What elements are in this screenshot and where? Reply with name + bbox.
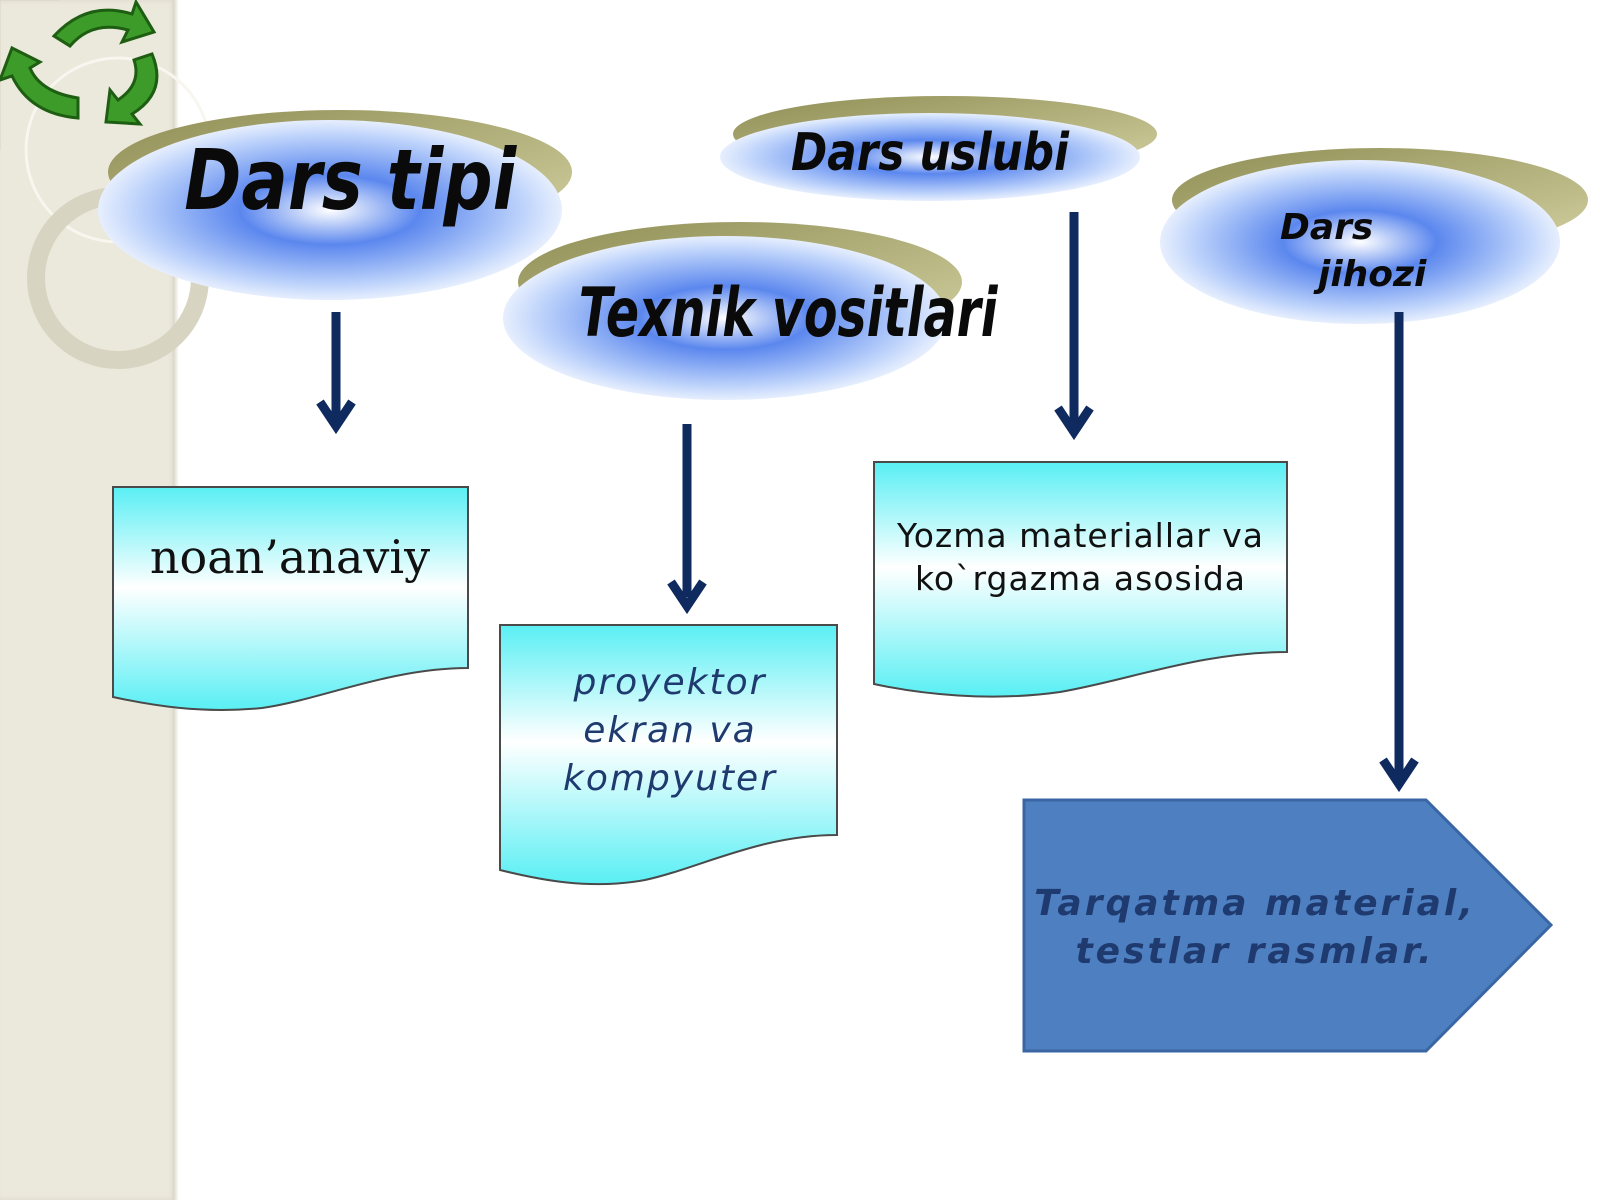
header-dars-tipi bbox=[98, 110, 572, 300]
header-dars-uslubi bbox=[720, 96, 1157, 201]
text-yozma-line2: ko`rgazma asosida bbox=[914, 559, 1247, 598]
text-proyektor-line2: ekran va bbox=[583, 710, 757, 751]
label-texnik-vositlari: Texnik vositlari bbox=[578, 274, 998, 353]
label-dars-jihozi-line2: jihozi bbox=[1318, 254, 1427, 295]
arrow-dars-tipi bbox=[316, 312, 356, 435]
label-dars-tipi: Dars tipi bbox=[184, 131, 517, 229]
box-proyektor bbox=[499, 624, 838, 886]
header-texnik-vositlari bbox=[503, 222, 962, 400]
text-proyektor-line3: kompyuter bbox=[563, 758, 777, 799]
header-dars-jihozi bbox=[1160, 148, 1588, 324]
arrow-texnik-vositlari bbox=[667, 424, 707, 615]
arrow-dars-jihozi bbox=[1379, 312, 1419, 793]
text-tarqatma-line2: testlar rasmlar. bbox=[1075, 931, 1435, 972]
arrow-dars-uslubi bbox=[1054, 212, 1094, 441]
text-noananaviy: noan’anaviy bbox=[149, 530, 431, 584]
box-yozma bbox=[873, 461, 1288, 698]
text-yozma-line1: Yozma materiallar va bbox=[896, 516, 1265, 555]
recycle-icon bbox=[0, 0, 159, 126]
text-tarqatma-line1: Tarqatma material, bbox=[1034, 883, 1476, 924]
text-proyektor-line1: proyektor bbox=[573, 662, 767, 703]
box-tarqatma bbox=[1022, 798, 1554, 1053]
box-noananaviy bbox=[112, 486, 469, 711]
label-dars-jihozi-line1: Dars bbox=[1280, 207, 1374, 248]
label-dars-uslubi: Dars uslubi bbox=[791, 123, 1069, 183]
